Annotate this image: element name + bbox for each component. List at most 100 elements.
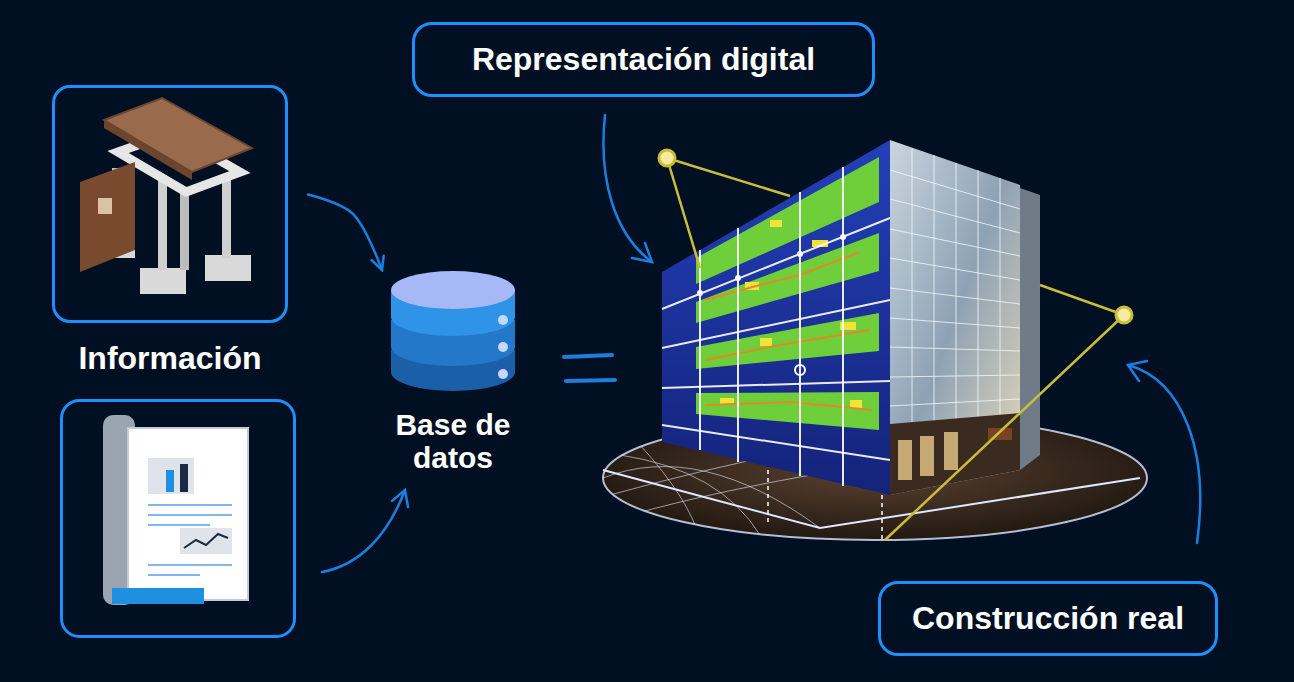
- flow-arrow: [308, 194, 382, 270]
- flow-arrow: [322, 490, 408, 572]
- database-icon: [391, 271, 515, 391]
- building-illustration: [662, 425, 890, 460]
- database-node: Base de datos: [368, 262, 538, 474]
- building-illustration: [881, 495, 883, 540]
- structure-icon: [98, 198, 112, 214]
- document-icon: [148, 574, 200, 576]
- info-box: Información: [52, 85, 288, 377]
- leader-arrow: [603, 115, 652, 262]
- document-icon: [180, 464, 188, 492]
- building-illustration: [797, 251, 803, 257]
- building-illustration: [890, 170, 1020, 209]
- structure-icon: [140, 268, 186, 294]
- node-label: Base de datos: [368, 408, 538, 474]
- building-illustration: [890, 399, 1020, 406]
- leader-arrow: [603, 115, 1200, 543]
- label-box: Construcción real: [878, 581, 1218, 656]
- equals-sign: [564, 355, 615, 381]
- structure-icon: [80, 98, 252, 294]
- building-illustration: [720, 220, 862, 409]
- structure-icon: [180, 190, 189, 270]
- building-illustration: [1020, 188, 1040, 470]
- building-illustration: [696, 392, 879, 430]
- building-illustration: [767, 470, 769, 525]
- structure-icon: [158, 175, 167, 270]
- flow-arrow: [322, 490, 405, 572]
- document-icon: [184, 534, 228, 548]
- building-illustration: [890, 229, 1020, 256]
- building-illustration: [699, 250, 701, 450]
- building-illustration: [630, 470, 840, 515]
- building-illustration: [890, 199, 1020, 233]
- building-illustration: [662, 140, 890, 495]
- building-illustration: [662, 218, 890, 309]
- building-illustration: [920, 436, 934, 476]
- flow-arrow: [392, 490, 408, 507]
- building-illustration: [697, 234, 846, 375]
- building-illustration: [799, 192, 801, 476]
- document-icon: [112, 588, 204, 604]
- database-icon: [391, 271, 515, 309]
- building-illustration: [890, 258, 1020, 280]
- database-space: [368, 262, 538, 408]
- frame-box: [62, 401, 295, 637]
- leader-arrow: [1128, 365, 1200, 543]
- node-label: Representación digital: [472, 41, 815, 78]
- equals-sign: [564, 355, 612, 357]
- document-icon: [103, 415, 248, 605]
- building-illustration: [760, 338, 772, 346]
- building-illustration: [620, 455, 760, 535]
- building-illustration: [662, 300, 890, 348]
- document-icon: [148, 524, 210, 526]
- building-illustration: [1116, 307, 1132, 323]
- leader-arrow: [632, 243, 652, 262]
- equals-sign: [566, 380, 615, 381]
- structure-icon: [205, 255, 251, 281]
- building-illustration: [840, 234, 846, 240]
- building-illustration: [885, 315, 1124, 540]
- node-label: Construcción real: [912, 600, 1184, 637]
- building-illustration: [898, 440, 912, 480]
- structure-icon: [222, 178, 231, 258]
- building-illustration: [697, 290, 703, 296]
- building-illustration: [696, 233, 879, 323]
- document-icon: [148, 458, 194, 494]
- document-icon: [148, 564, 232, 566]
- building-illustration: [890, 288, 1020, 304]
- building-illustration: [667, 158, 1124, 540]
- node-label: Información: [52, 340, 288, 377]
- building-illustration: [737, 228, 739, 462]
- document-icon: [148, 504, 232, 506]
- database-icon: [498, 315, 508, 325]
- building-illustration: [944, 432, 958, 470]
- label-box: Representación digital: [412, 22, 875, 97]
- icon-frame: [52, 85, 288, 323]
- building-illustration: [705, 402, 872, 410]
- building-illustration: [842, 167, 844, 486]
- document-icon: [148, 514, 232, 516]
- database-icon: [498, 369, 508, 379]
- building-illustration: [696, 157, 879, 430]
- building-illustration: [890, 347, 1020, 351]
- building-illustration: [890, 375, 1020, 377]
- document-icon: [180, 528, 232, 554]
- building-illustration: [795, 365, 805, 375]
- document-icon: [128, 428, 248, 600]
- structure-icon: [80, 162, 135, 272]
- building-illustration: [662, 167, 890, 486]
- building-illustration: [890, 318, 1020, 328]
- building-illustration: [1040, 285, 1124, 315]
- building-illustration: [890, 413, 1020, 495]
- leader-arrow: [1128, 361, 1147, 381]
- building-illustration: [735, 275, 741, 281]
- building-illustration: [603, 140, 1147, 540]
- building-illustration: [667, 158, 790, 196]
- building-illustration: [667, 158, 700, 268]
- building-illustration: [659, 150, 675, 166]
- frame-box: [62, 401, 295, 637]
- building-illustration: [662, 381, 890, 388]
- database-icon: [498, 342, 508, 352]
- document-icon: [166, 470, 174, 492]
- building-illustration: [705, 252, 860, 300]
